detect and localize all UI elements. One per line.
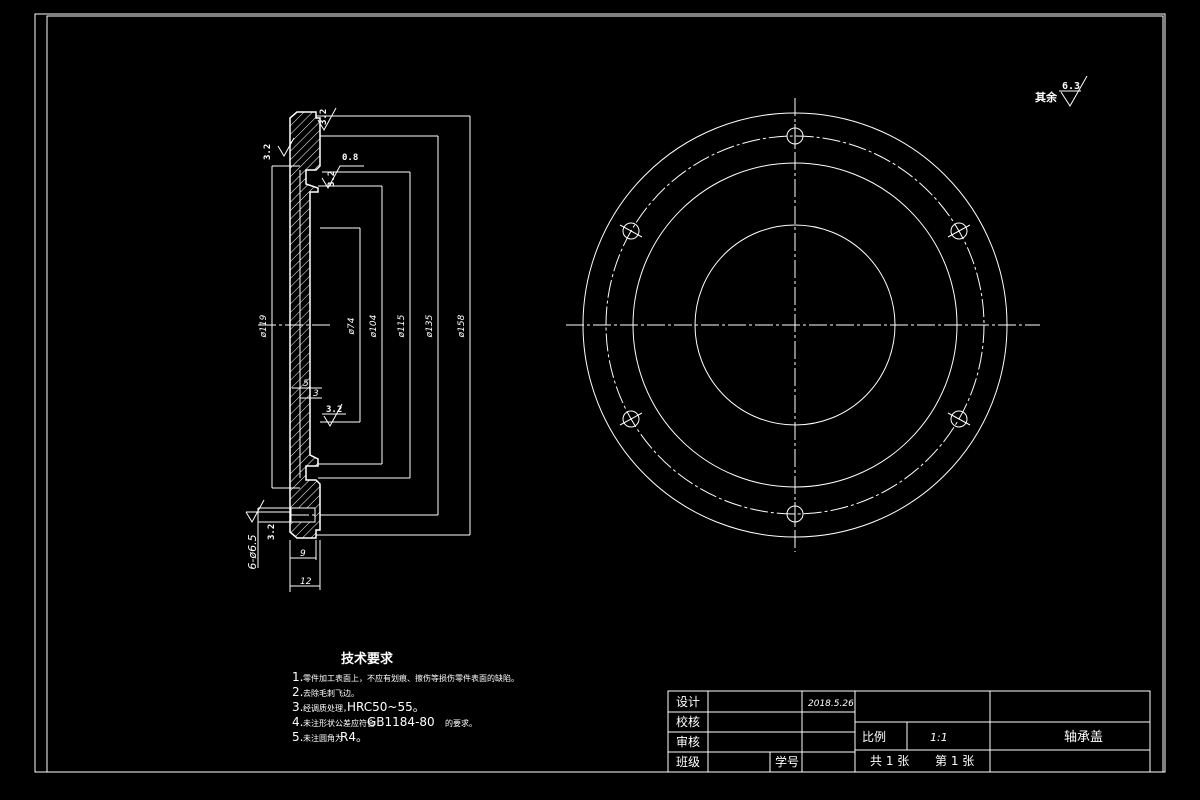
tech-requirements: 技术要求 1. 零件加工表面上，不应有划痕、擦伤等损伤零件表面的缺陷。 2. 去… — [292, 651, 519, 744]
svg-text:4.: 4. — [292, 715, 303, 729]
tech-req-item: 5. 未注圆角为 R4。 — [292, 730, 368, 744]
roughness-note-label: 其余 — [1035, 90, 1058, 104]
svg-text:3.: 3. — [292, 700, 303, 714]
roughness-hole: 3.2 — [267, 524, 277, 540]
roughness-bore: 0.8 — [342, 153, 358, 163]
length-dimensions: 5 3 9 12 6-ø6.5 — [246, 379, 322, 592]
dim-len-5: 5 — [303, 379, 309, 389]
inner-frame — [46, 15, 1164, 773]
svg-text:HRC50~55。: HRC50~55。 — [347, 700, 425, 714]
svg-text:5.: 5. — [292, 730, 303, 744]
svg-text:GB1184-80: GB1184-80 — [367, 715, 435, 729]
svg-text:1.: 1. — [292, 670, 303, 684]
dim-spigot-diameter: ø115 — [397, 314, 407, 338]
bolt-hole — [622, 222, 640, 240]
roughness-note-value: 6.3 — [1062, 81, 1080, 92]
bore-circle — [694, 224, 896, 426]
tb-student-no-label: 学号 — [775, 754, 799, 769]
tech-req-title: 技术要求 — [341, 651, 394, 667]
tech-req-item: 4. 未注形状公差应符合 GB1184-80 的要求。 — [292, 715, 477, 729]
tech-req-item: 2. 去除毛刺飞边。 — [292, 685, 359, 699]
surface-roughness-note: 其余 6.3 — [1035, 75, 1088, 107]
roughness-left: 3.2 — [263, 144, 273, 160]
tb-sheets: 共 1 张 — [870, 754, 909, 768]
dim-bore-diameter: ø74 — [347, 317, 357, 335]
dim-outer-diameter: ø158 — [457, 314, 467, 338]
svg-text:未注形状公差应符合: 未注形状公差应符合 — [303, 718, 375, 728]
bolt-hole — [950, 410, 968, 428]
svg-text:R4。: R4。 — [340, 730, 368, 744]
bolt-holes — [619, 124, 971, 526]
dim-bolt-circle: ø135 — [425, 314, 435, 338]
tb-part-name: 轴承盖 — [1064, 730, 1103, 745]
svg-text:2.: 2. — [292, 685, 303, 699]
dim-left-diameter: ø119 — [259, 314, 269, 338]
dim-inner-diameter: ø104 — [369, 314, 379, 338]
dim-len-9: 9 — [300, 549, 306, 559]
dim-holes: 6-ø6.5 — [246, 534, 259, 569]
section-hatch — [289, 111, 321, 539]
tb-sheet-no: 第 1 张 — [935, 754, 974, 768]
spigot-circle — [632, 162, 958, 488]
tb-review-label: 审核 — [676, 734, 700, 749]
bolt-circle — [605, 135, 985, 515]
svg-text:去除毛刺飞边。: 去除毛刺飞边。 — [303, 688, 359, 698]
dim-len-12: 12 — [300, 577, 312, 587]
svg-text:零件加工表面上，不应有划痕、擦伤等损伤零件表面的缺陷。: 零件加工表面上，不应有划痕、擦伤等损伤零件表面的缺陷。 — [303, 673, 519, 683]
diameter-dimensions: ø158 ø135 ø115 ø104 ø74 ø119 — [259, 115, 471, 536]
tb-check-label: 校核 — [676, 714, 700, 729]
title-block: 设计 校核 审核 班级 学号 2018.5.26 比例 1:1 共 1 张 第 … — [667, 690, 1151, 773]
svg-text:经调质处理，: 经调质处理， — [303, 703, 351, 713]
bolt-hole — [950, 222, 968, 240]
tech-req-item: 3. 经调质处理， HRC50~55。 — [292, 700, 425, 714]
bolt-hole — [622, 410, 640, 428]
tb-design-label: 设计 — [676, 695, 700, 709]
tech-req-item: 1. 零件加工表面上，不应有划痕、擦伤等损伤零件表面的缺陷。 — [292, 670, 519, 684]
roughness-top: 3.2 — [319, 109, 329, 125]
tb-scale-value: 1:1 — [930, 731, 948, 744]
svg-text:未注圆角为: 未注圆角为 — [303, 733, 343, 743]
roughness-face: 3.2 — [326, 405, 342, 415]
svg-text:的要求。: 的要求。 — [445, 718, 477, 728]
front-view — [566, 98, 1040, 552]
tb-date: 2018.5.26 — [808, 699, 854, 709]
tb-scale-label: 比例 — [862, 730, 886, 744]
roughness-bore2: 3.2 — [327, 171, 337, 187]
roughness-symbols: 3.2 3.2 0.8 3.2 3.2 3.2 — [245, 107, 364, 540]
dim-len-3: 3 — [313, 389, 319, 399]
outer-circle — [582, 112, 1008, 538]
tb-class-label: 班级 — [676, 755, 700, 769]
section-view: ø158 ø135 ø115 ø104 ø74 ø119 5 — [245, 107, 471, 592]
